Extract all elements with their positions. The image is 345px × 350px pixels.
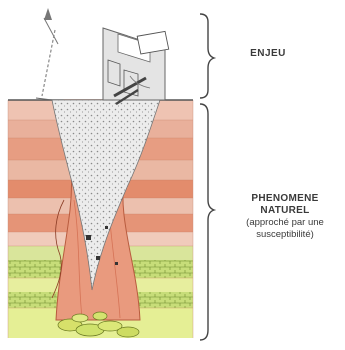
label-phenomene-naturel: PHENOMENE NATUREL (approché par une susc… (226, 193, 344, 241)
label-phenomene-line4: susceptibilité) (226, 229, 344, 241)
debris-block (86, 235, 91, 240)
label-enjeu: ENJEU (228, 48, 308, 59)
collapsing-building (103, 28, 171, 104)
falling-post (36, 8, 58, 100)
label-phenomene-line3: (approché par une (226, 217, 344, 229)
brace-enjeu (200, 14, 214, 98)
label-phenomene-line1: PHENOMENE (226, 193, 344, 205)
debris-block (115, 262, 118, 265)
debris-block (105, 226, 108, 229)
debris-block (96, 256, 100, 260)
brace-phenomene (200, 104, 214, 340)
label-phenomene-line2: NATUREL (226, 205, 344, 217)
